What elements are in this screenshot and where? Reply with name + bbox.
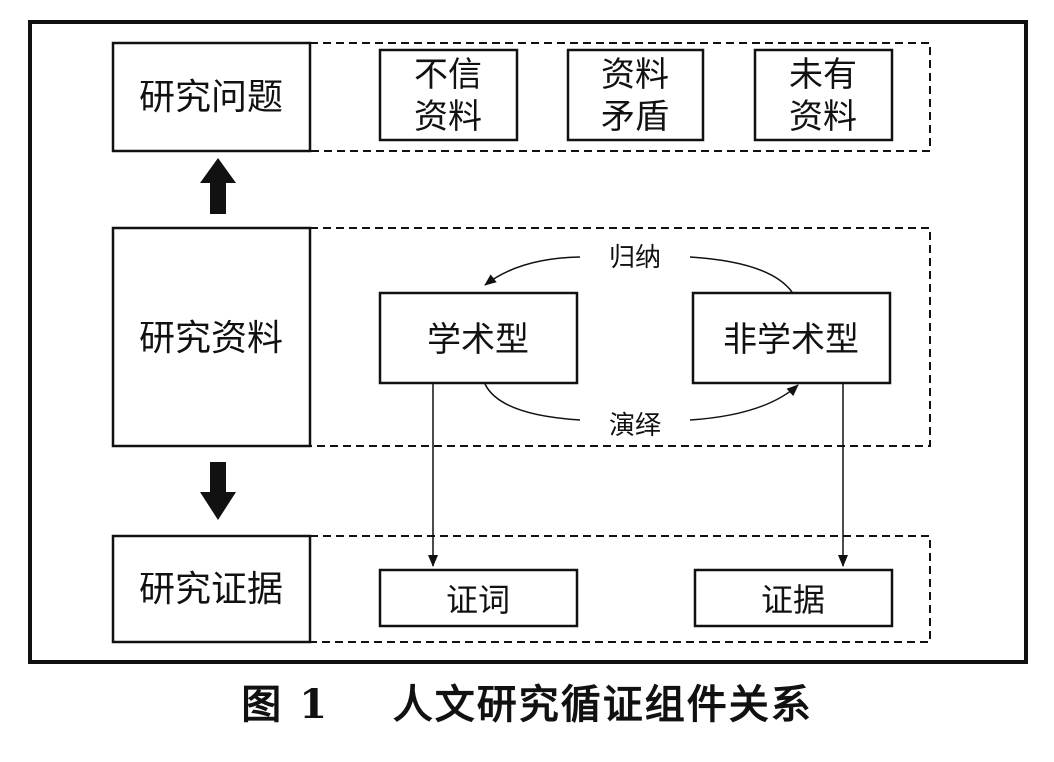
deduction-curve-tail (484, 383, 581, 421)
research-evidence-node: 研究证据 (111, 534, 312, 644)
unreliable-material-line2: 资料 (414, 97, 482, 137)
research-evidence-label: 研究证据 (139, 569, 283, 610)
deduction-label: 演绎 (609, 411, 661, 441)
missing-material-line2: 资料 (789, 97, 857, 137)
contradictory-material-node: 资料 矛盾 (566, 48, 705, 142)
figure-title: 人文研究循证组件关系 (392, 681, 813, 728)
caption-gap (329, 681, 393, 728)
proof-node: 证据 (693, 568, 894, 628)
deduction-arrow (689, 384, 799, 421)
unreliable-material-line1: 不信 (414, 55, 482, 95)
academic-material-node: 学术型 (378, 291, 579, 385)
missing-material-node: 未有 资料 (753, 48, 894, 142)
research-problem-node: 研究问题 (111, 41, 312, 153)
research-material-label: 研究资料 (139, 318, 283, 359)
up-block-arrow (200, 158, 236, 214)
non-academic-material-node: 非学术型 (691, 291, 892, 385)
proof-label: 证据 (761, 581, 825, 619)
non-academic-material-label: 非学术型 (723, 320, 859, 360)
missing-material-line1: 未有 (789, 55, 857, 95)
induction-curve-tail (689, 256, 793, 293)
contradictory-material-line1: 资料 (601, 55, 669, 95)
down-block-arrow (200, 462, 236, 520)
testimony-label: 证词 (446, 581, 510, 619)
unreliable-material-node: 不信 资料 (378, 48, 519, 142)
induction-arrow (484, 256, 581, 286)
research-problem-label: 研究问题 (139, 77, 283, 118)
evidence-components-diagram: 研究问题 研究资料 研究证据 不信 资料 资料 矛盾 未有 资料 学术型 非学术… (28, 20, 1028, 664)
figure-caption: 图 1 人文研究循证组件关系 (0, 672, 1054, 730)
figure-number: 图 1 (241, 681, 330, 728)
contradictory-material-line2: 矛盾 (601, 97, 669, 137)
academic-material-label: 学术型 (427, 320, 529, 360)
research-material-node: 研究资料 (111, 226, 312, 448)
testimony-node: 证词 (378, 568, 579, 628)
induction-label: 归纳 (609, 243, 661, 273)
